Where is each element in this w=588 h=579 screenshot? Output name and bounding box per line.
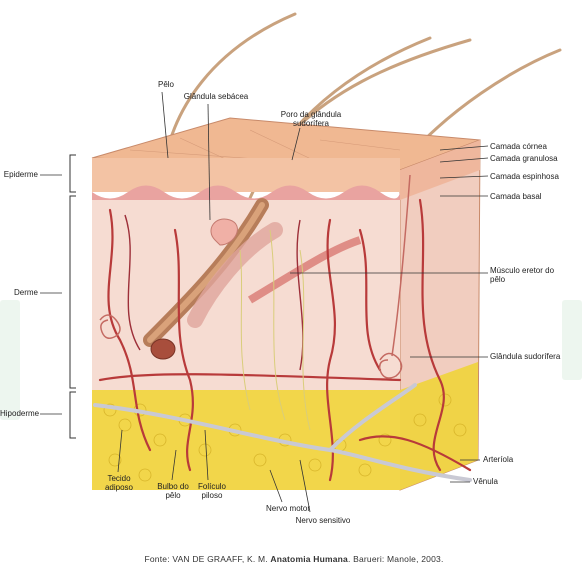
- caption-suffix: . Barueri: Manole, 2003.: [348, 554, 444, 564]
- watermark-shape: [562, 300, 582, 380]
- label-tecido-adiposo: Tecido adiposo: [98, 474, 140, 492]
- label-venula: Vênula: [473, 477, 498, 486]
- label-pelo: Pêlo: [146, 80, 186, 89]
- front-face: [92, 158, 400, 490]
- label-glandula-sebacea: Glândula sebácea: [176, 92, 256, 101]
- label-camada-cornea: Camada córnea: [490, 142, 547, 151]
- layer-brackets: [70, 155, 76, 438]
- label-musculo-eretor: Músculo eretor do pêlo: [490, 266, 556, 284]
- label-epiderme: Epiderme: [0, 170, 38, 179]
- caption-book-title: Anatomia Humana: [270, 554, 348, 564]
- label-hipoderme: Hipoderme: [0, 409, 38, 418]
- label-poro: Poro da glândula sudorífera: [276, 110, 346, 128]
- label-nervo-motor: Nervo motor: [258, 504, 318, 513]
- label-derme: Derme: [0, 288, 38, 297]
- caption-prefix: Fonte: VAN DE GRAAFF, K. M.: [144, 554, 270, 564]
- label-camada-basal: Camada basal: [490, 192, 542, 201]
- label-glandula-sudorifera: Glândula sudorífera: [490, 352, 560, 361]
- label-nervo-sensitivo: Nervo sensitivo: [288, 516, 358, 525]
- source-caption: Fonte: VAN DE GRAAFF, K. M. Anatomia Hum…: [0, 554, 588, 564]
- watermark-shape: [0, 300, 20, 420]
- label-camada-granulosa: Camada granulosa: [490, 154, 558, 163]
- label-camada-espinhosa: Camada espinhosa: [490, 172, 559, 181]
- label-bulbo: Bulbo do pêlo: [154, 482, 192, 500]
- label-foliculo: Folículo piloso: [194, 482, 230, 500]
- label-arteriola: Arteríola: [483, 455, 513, 464]
